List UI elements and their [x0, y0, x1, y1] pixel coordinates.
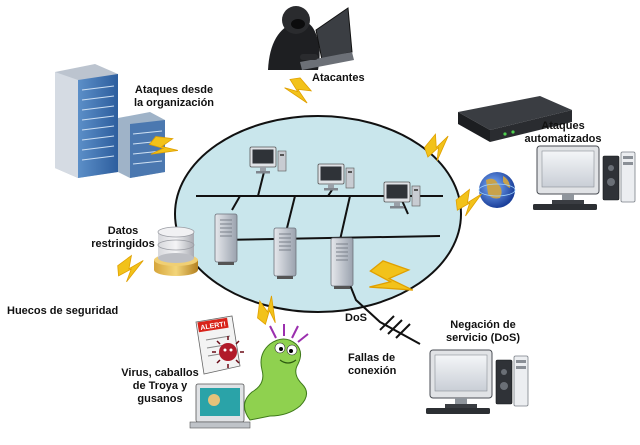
workstation-icon — [532, 145, 636, 211]
globe-icon — [478, 172, 516, 208]
server-icon — [330, 237, 354, 290]
lightning-icon — [282, 73, 316, 109]
router-icon — [458, 96, 572, 142]
lightning-icon — [113, 252, 149, 284]
automated-attacks-label: Ataques automatizados — [524, 120, 602, 145]
hacker-icon — [255, 4, 354, 70]
connection-failures-label: Fallas de conexión — [348, 352, 397, 377]
dos-short-label: DoS — [345, 312, 367, 324]
dos-full-label: Negación de servicio (DoS) — [446, 319, 520, 344]
database-icon — [154, 226, 198, 276]
server-icon — [273, 227, 297, 280]
internal-attacks-label: Ataques desde la organización — [133, 84, 215, 109]
svg-text:ALERT!: ALERT! — [200, 321, 226, 332]
server-tower-icon — [55, 64, 165, 178]
malware-label: Virus, caballos de Troya y gusanos — [121, 367, 199, 405]
workstation-icon — [425, 349, 529, 415]
worm-icon — [244, 324, 309, 421]
laptop-icon — [189, 383, 251, 429]
virus-icon — [212, 336, 244, 368]
attackers-label: Atacantes — [312, 72, 365, 84]
security-holes-label: Huecos de seguridad — [7, 305, 119, 317]
cable-break-marks — [379, 315, 411, 339]
restricted-data-label: Datos restringidos — [91, 225, 155, 250]
server-icon — [214, 213, 238, 266]
